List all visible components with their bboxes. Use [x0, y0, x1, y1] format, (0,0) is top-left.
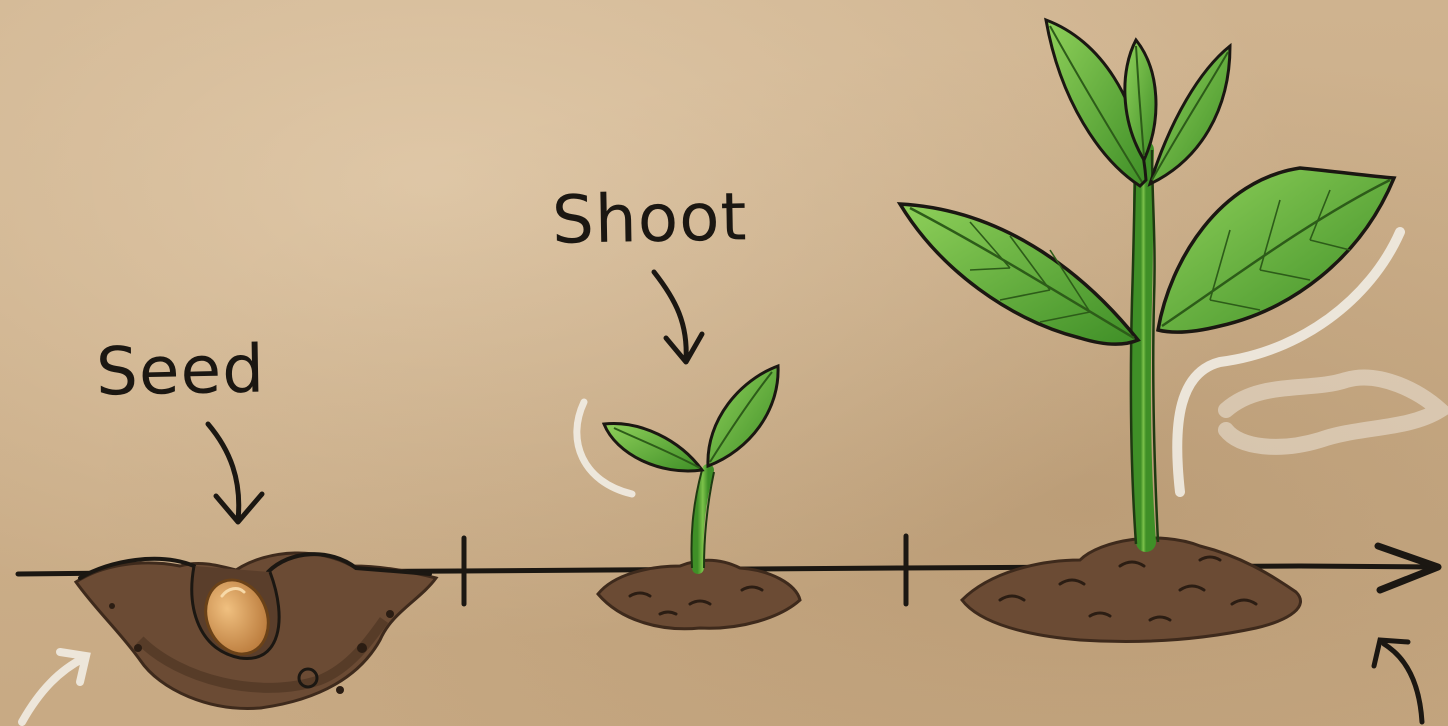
seed-label: Seed	[95, 337, 265, 406]
sprout-leaf-right	[708, 366, 778, 466]
seed-stage	[76, 424, 436, 708]
chalk-scribble-right	[1226, 377, 1440, 446]
curved-arrow-bottom-right	[1374, 640, 1422, 722]
plant-soil	[962, 538, 1301, 641]
shoot-label: Shoot	[551, 184, 747, 253]
shoot-arrow	[654, 272, 702, 362]
plant-leaf-lower-left	[900, 204, 1138, 344]
plant-stem	[1141, 150, 1146, 542]
seed-arrow	[208, 424, 262, 522]
plant-leaf-lower-right	[1158, 168, 1394, 332]
chalk-arrow-bottom-left	[22, 652, 86, 722]
shoot-stage	[598, 272, 800, 629]
